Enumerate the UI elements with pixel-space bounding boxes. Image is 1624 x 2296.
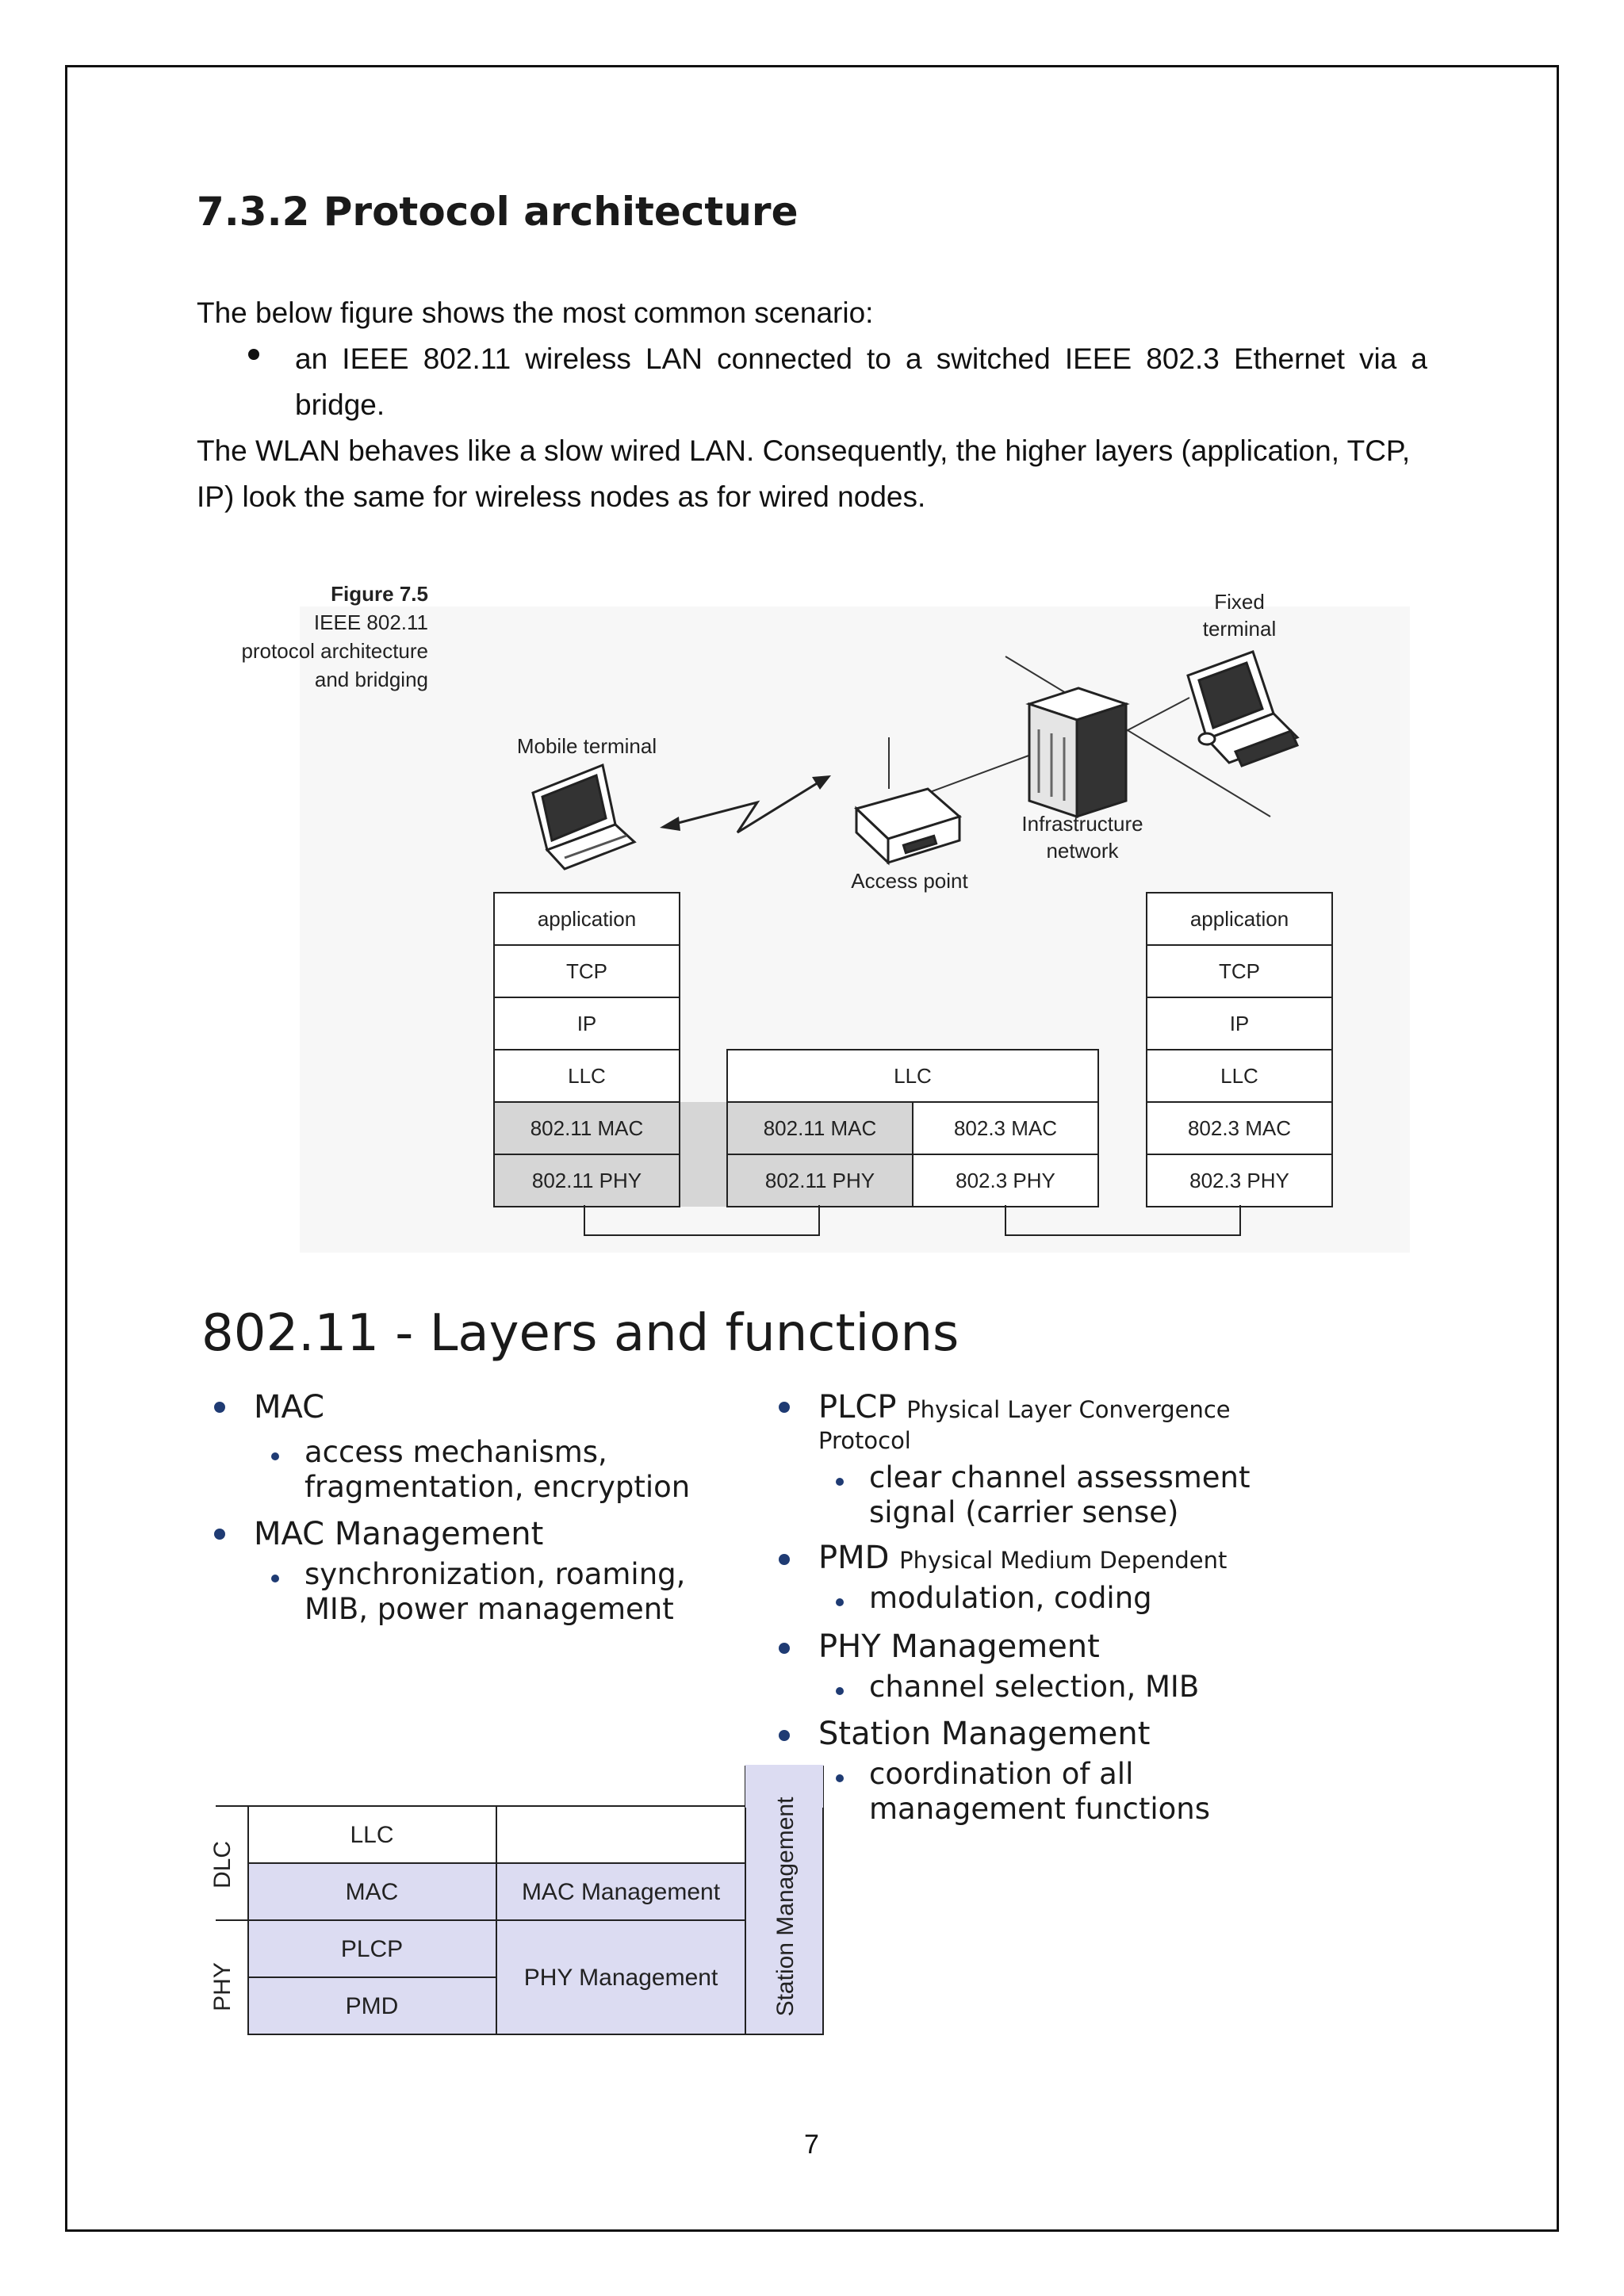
figure-caption-line2: protocol architecture: [241, 639, 428, 663]
fixed-stack-layer-label: TCP: [1219, 959, 1260, 983]
phy-management-sub: channel selection, MIB: [869, 1670, 1200, 1704]
bullet-line-2: bridge.: [295, 388, 385, 421]
protocol-architecture-figure: Figure 7.5 IEEE 802.11 protocol architec…: [241, 582, 1333, 1236]
mobile-stack-layer-cell: [493, 1101, 680, 1155]
bullet-icon: [271, 1452, 279, 1460]
figure-caption-title: Figure 7.5: [331, 582, 428, 606]
fixed-stack-layer-label: LLC: [1220, 1064, 1258, 1088]
bridge-8023-layer-cell: [912, 1154, 1099, 1207]
mobile-stack-layer-cell: [493, 997, 680, 1050]
bullet-icon: [836, 1687, 844, 1695]
pmd-description: Physical Medium Dependent: [899, 1547, 1228, 1574]
bridge-llc-cell: [726, 1049, 1099, 1103]
mobile-stack-layer-label: 802.11 MAC: [530, 1116, 644, 1140]
figure-caption-line3: and bridging: [315, 668, 428, 691]
bridge-80211-layer-label: 802.11 PHY: [765, 1169, 875, 1192]
mobile-stack-layer-label: LLC: [568, 1064, 606, 1088]
body-paragraph: The WLAN behaves like a slow wired LAN. …: [197, 434, 1411, 513]
mobile-stack-layer-label: 802.11 PHY: [532, 1169, 642, 1192]
mobile-stack-layer-cell: [493, 944, 680, 998]
pmd-item: PMD Physical Medium Dependent: [818, 1540, 1227, 1576]
bullet-icon: [836, 1774, 844, 1782]
mobile-stack-layer-cell: [493, 1049, 680, 1103]
mobile-terminal-label: Mobile terminal: [517, 734, 657, 758]
station-management-sub-1: coordination of all: [869, 1757, 1134, 1791]
bullet-icon: [779, 1643, 790, 1654]
mobile-stack-layer-cell: [493, 892, 680, 946]
bullet-icon: [248, 349, 259, 360]
fixed-stack-layer-cell: [1146, 944, 1333, 998]
bridge-llc-label: LLC: [894, 1064, 932, 1088]
fixed-stack-layer-label: IP: [1230, 1012, 1250, 1035]
mac-item: MAC: [254, 1389, 325, 1425]
bridge-8023-layer-label: 802.3 PHY: [956, 1169, 1055, 1192]
mac-management-sub-1: synchronization, roaming,: [304, 1557, 686, 1591]
bullet-icon: [779, 1730, 790, 1741]
page-number: 7: [804, 2130, 819, 2160]
access-point-icon: [854, 787, 963, 866]
mobile-stack-layer-label: IP: [577, 1012, 597, 1035]
bullet-icon: [214, 1402, 225, 1413]
bridge-80211-layer-label: 802.11 MAC: [764, 1116, 877, 1140]
bridge-shaded-band: [680, 1102, 727, 1207]
plcp-label: PLCP: [818, 1389, 897, 1425]
fixed-stack-layer-cell: [1146, 1154, 1333, 1207]
bullet-line-1: an IEEE 802.11 wireless LAN connected to…: [295, 342, 1427, 375]
fixed-stack-layer-label: 802.3 MAC: [1188, 1116, 1291, 1140]
plcp-item: PLCP Physical Layer Convergence: [818, 1389, 1231, 1425]
page-frame: [65, 65, 1559, 2232]
laptop-icon: [531, 763, 637, 871]
physical-links: [584, 1205, 1241, 1236]
infrastructure-label-2: network: [1046, 839, 1119, 863]
fixed-stack-layer-cell: [1146, 1049, 1333, 1103]
bullet-icon: [779, 1554, 790, 1565]
bullet-icon: [779, 1402, 790, 1413]
fixed-stack-layer-label: application: [1190, 907, 1289, 931]
layers-title: 802.11 - Layers and functions: [201, 1304, 959, 1363]
fixed-stack-layer-cell: [1146, 1101, 1333, 1155]
phy-management-item: PHY Management: [818, 1628, 1100, 1665]
section-heading: 7.3.2 Protocol architecture: [197, 189, 799, 235]
mac-management-sub-2: MIB, power management: [304, 1592, 674, 1626]
plcp-sub-1: clear channel assessment: [869, 1460, 1251, 1494]
station-management-item: Station Management: [818, 1716, 1151, 1752]
fixed-terminal-label-1: Fixed: [1214, 590, 1265, 614]
fixed-terminal-label-2: terminal: [1203, 617, 1276, 641]
desktop-computer-icon: [1186, 650, 1300, 767]
mac-sub-2: fragmentation, encryption: [304, 1470, 691, 1504]
plcp-description: Physical Layer Convergence: [906, 1396, 1231, 1423]
plcp-sub-2: signal (carrier sense): [869, 1495, 1179, 1529]
mobile-stack-layer-label: application: [538, 907, 636, 931]
bullet-icon: [214, 1529, 225, 1540]
mac-management-item: MAC Management: [254, 1516, 544, 1552]
intro-text: The below figure shows the most common s…: [197, 297, 874, 329]
figure-caption-line1: IEEE 802.11: [314, 610, 428, 634]
pmd-label: PMD: [818, 1540, 890, 1576]
server-icon: [1025, 687, 1130, 819]
pmd-sub: modulation, coding: [869, 1581, 1152, 1615]
station-management-sub-2: management functions: [869, 1792, 1211, 1826]
bullet-icon: [836, 1598, 844, 1606]
bullet-icon: [271, 1575, 279, 1582]
mac-sub-1: access mechanisms,: [304, 1435, 607, 1469]
mobile-stack-layer-cell: [493, 1154, 680, 1207]
fixed-stack-layer-cell: [1146, 997, 1333, 1050]
mobile-stack-layer-label: TCP: [566, 959, 607, 983]
access-point-label: Access point: [851, 869, 968, 893]
bullet-icon: [836, 1478, 844, 1486]
plcp-description-2: Protocol: [818, 1427, 911, 1454]
bridge-8023-layer-label: 802.3 MAC: [954, 1116, 1057, 1140]
fixed-stack-layer-label: 802.3 PHY: [1189, 1169, 1289, 1192]
wireless-link-icon: [665, 777, 825, 834]
